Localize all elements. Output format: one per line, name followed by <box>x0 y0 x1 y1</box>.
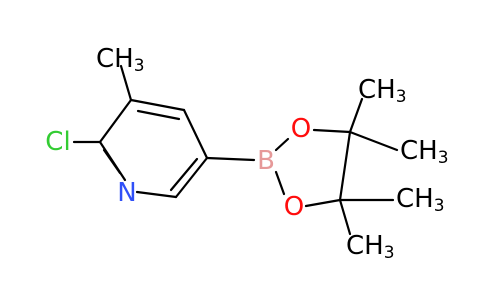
bond-c-methyl-1 <box>348 97 364 134</box>
bond-n-c2-inner <box>102 148 122 175</box>
bonds <box>72 64 399 236</box>
bond-o-top-c <box>312 128 352 134</box>
boron-label: B <box>257 146 275 176</box>
bond-o-bottom-c <box>304 198 342 208</box>
oxygen-top-label: O <box>291 114 311 144</box>
bond-c-methyl-4 <box>338 198 352 236</box>
bond-c5-c6-inner <box>169 157 199 192</box>
bond-c-methyl-2 <box>348 130 399 152</box>
methyl-1-label: CH3 <box>358 75 407 107</box>
oxygen-bottom-label: O <box>284 192 304 222</box>
bond-c3-c4-inner <box>136 109 181 121</box>
atom-labels: Cl N B O O CH3 CH3 CH3 CH3 CH3 <box>45 44 448 263</box>
methyl-3-label: CH3 <box>396 184 445 216</box>
bond-b-o-bottom <box>274 170 286 196</box>
bond-c3-c4 <box>129 98 186 112</box>
chlorine-label: Cl <box>45 127 70 157</box>
methyl-2-label: CH3 <box>400 136 449 168</box>
bond-c5-b <box>205 156 256 162</box>
nitrogen-label: N <box>117 178 136 208</box>
methyl-4-label: CH3 <box>346 231 395 263</box>
bond-c2-c3 <box>98 98 133 144</box>
bond-b-o-top <box>274 137 290 152</box>
bond-c3-methyl <box>119 64 133 102</box>
bond-c4-c5 <box>182 108 209 160</box>
bond-c6-n <box>135 190 178 199</box>
bond-c5-c6 <box>174 156 209 199</box>
methyl-ring-label: CH3 <box>96 44 145 76</box>
bond-c-c <box>338 130 352 202</box>
